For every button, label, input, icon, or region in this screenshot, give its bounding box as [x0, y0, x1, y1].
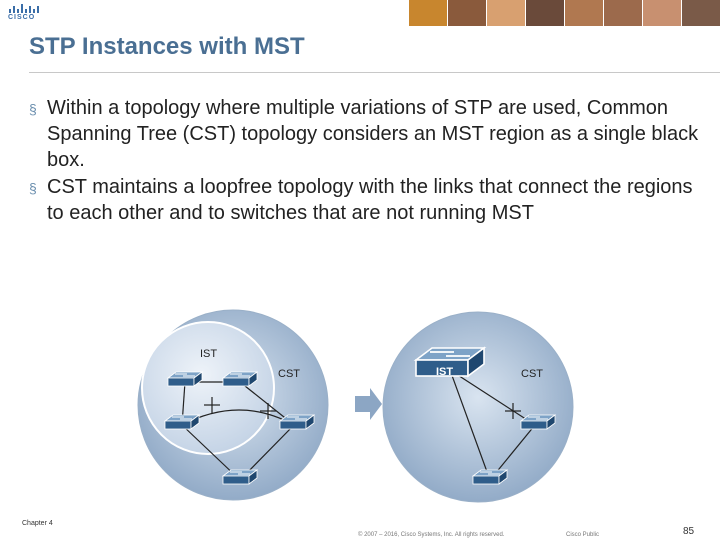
bullet-text: CST maintains a loopfree topology with t…: [47, 176, 693, 224]
mst-diagram: IST CST IST CST: [137, 309, 574, 503]
bullet-icon: §: [29, 101, 37, 117]
blocked-port-icon: [204, 397, 276, 419]
ist-label: IST: [436, 366, 453, 378]
right-topology: IST CST: [382, 311, 574, 503]
people-photo-strip: [408, 0, 720, 26]
bullet-icon: §: [29, 180, 37, 196]
switch-icon: [164, 414, 200, 430]
bullet-list: § Within a topology where multiple variat…: [29, 95, 709, 227]
top-banner: CISCO: [0, 0, 720, 26]
ist-label: IST: [200, 348, 217, 360]
slide-footer: Chapter 4 © 2007 – 2016, Cisco Systems, …: [0, 520, 720, 540]
slide-title: STP Instances with MST: [29, 33, 305, 60]
cst-label: CST: [521, 368, 543, 380]
left-topology: IST CST: [137, 309, 329, 501]
ist-region: [141, 321, 275, 455]
bullet-item: § CST maintains a loopfree topology with …: [29, 174, 709, 226]
switch-icon: [222, 371, 258, 387]
classification-text: Cisco Public: [566, 532, 600, 538]
switch-icon: [167, 371, 203, 387]
arrow-right-icon: [355, 388, 382, 420]
cisco-logo: CISCO: [8, 3, 42, 23]
blocked-port-icon: [505, 403, 521, 419]
chapter-label: Chapter 4: [22, 520, 53, 527]
page-number: 85: [683, 526, 695, 537]
title-divider: [29, 72, 720, 73]
switch-icon: [472, 469, 508, 485]
switch-icon: [520, 414, 556, 430]
bullet-text: Within a topology where multiple variati…: [47, 97, 699, 171]
copyright-text: © 2007 – 2016, Cisco Systems, Inc. All r…: [358, 532, 505, 538]
switch-icon: [279, 414, 315, 430]
logo-wordmark: CISCO: [8, 14, 36, 21]
cst-label: CST: [278, 368, 300, 380]
bullet-item: § Within a topology where multiple variat…: [29, 95, 709, 173]
switch-icon: [222, 469, 258, 485]
